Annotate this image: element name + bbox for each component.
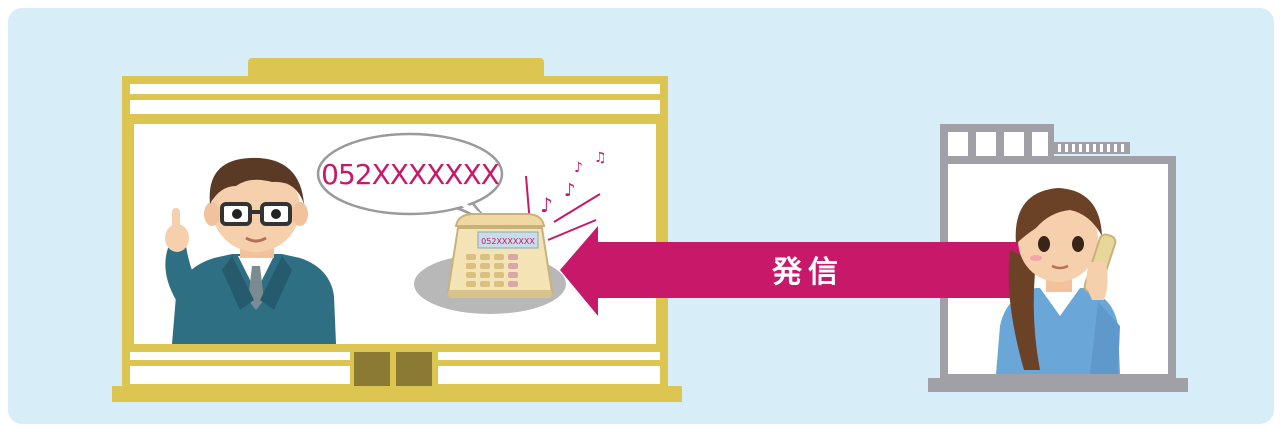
office-roof-window-4 (1032, 132, 1048, 158)
phone-key (480, 281, 490, 287)
man-finger (172, 208, 180, 232)
phone-base (448, 290, 552, 298)
woman-figure (996, 188, 1120, 374)
railing-bar (1100, 144, 1103, 152)
phone-key (494, 263, 504, 269)
phone-key (508, 272, 518, 278)
music-note-3: ♪ (574, 160, 583, 176)
railing-bar (1079, 144, 1082, 152)
phone-key (480, 254, 490, 260)
building-door-right (396, 352, 432, 386)
railing-bar (1121, 144, 1124, 152)
ring-line-2 (553, 193, 601, 223)
woman-hair (1015, 188, 1102, 244)
music-note-4: ♫ (594, 150, 607, 166)
phone-key (508, 254, 518, 260)
man-figure (165, 157, 336, 344)
building-bottom-stripe-left-2 (130, 366, 350, 384)
music-note-2: ♪ (564, 180, 576, 201)
woman-ponytail (1008, 250, 1040, 370)
office-roof-window-3 (1004, 132, 1024, 158)
call-arrow-shape (560, 226, 1030, 316)
phone-key (494, 272, 504, 278)
ringing-indicator: ♪ ♪ ♪ ♫ (525, 150, 607, 241)
woman-eye-right (1072, 236, 1084, 252)
woman-mouth (1051, 264, 1069, 270)
phone-display (477, 231, 539, 249)
railing-bar (1114, 144, 1117, 152)
man-lapel-right (260, 256, 292, 310)
music-note-1: ♪ (540, 193, 553, 217)
office-base (928, 378, 1188, 392)
railing-bar (1107, 144, 1110, 152)
phone-key (494, 254, 504, 260)
phone-key (508, 263, 518, 269)
building-roof (248, 58, 544, 80)
railing-bar (1093, 144, 1096, 152)
call-action-label: 発信 (771, 255, 844, 290)
phone-key (466, 263, 476, 269)
speech-bubble-body (316, 132, 504, 216)
ring-line-3 (547, 219, 597, 241)
man-hair (209, 157, 304, 204)
man-hand (165, 224, 189, 252)
office-roof-window-2 (976, 132, 996, 158)
phone-key (480, 263, 490, 269)
man-lapel-left (222, 256, 254, 310)
office-railing-bars (1058, 144, 1124, 152)
building-bottom-stripe-right-2 (438, 366, 660, 384)
phone-key (480, 272, 490, 278)
building-bottom-stripe-left-1 (130, 352, 350, 360)
woman-hand (1086, 262, 1108, 300)
man-ear-right (292, 202, 308, 226)
phone-key (508, 281, 518, 287)
phone-key (466, 272, 476, 278)
phone-key (466, 254, 476, 260)
phone-key (494, 281, 504, 287)
man-eye-left (232, 209, 242, 219)
woman-eye-left (1038, 236, 1050, 252)
woman-collar (1040, 288, 1080, 316)
railing-bar (1072, 144, 1075, 152)
call-arrow: 発信 (560, 226, 1030, 316)
woman-cheek-left (1030, 255, 1042, 261)
office-roof-window-1 (948, 132, 968, 158)
woman-arm (1090, 302, 1120, 374)
man-raised-arm (165, 246, 202, 300)
desk-phone: 052XXXXXXX (414, 213, 566, 314)
man-mouth (245, 236, 267, 243)
caller-number-text: 052XXXXXXX (321, 158, 500, 191)
speech-bubble: 052XXXXXXX (316, 132, 504, 233)
railing-bar (1086, 144, 1089, 152)
building-top-stripe-2 (130, 100, 660, 114)
phone-display-number: 052XXXXXXX (481, 237, 535, 246)
railing-bar (1058, 144, 1061, 152)
phone-handset (454, 213, 546, 227)
phone-keypad (466, 254, 518, 287)
man-ear-left (204, 202, 220, 226)
building-top-stripe-1 (130, 84, 660, 94)
building-base (112, 386, 682, 402)
railing-bar (1065, 144, 1068, 152)
building-bottom-stripe-right-1 (438, 352, 660, 360)
phone-key (466, 281, 476, 287)
building-door-left (354, 352, 390, 386)
man-eye-right (271, 209, 281, 219)
